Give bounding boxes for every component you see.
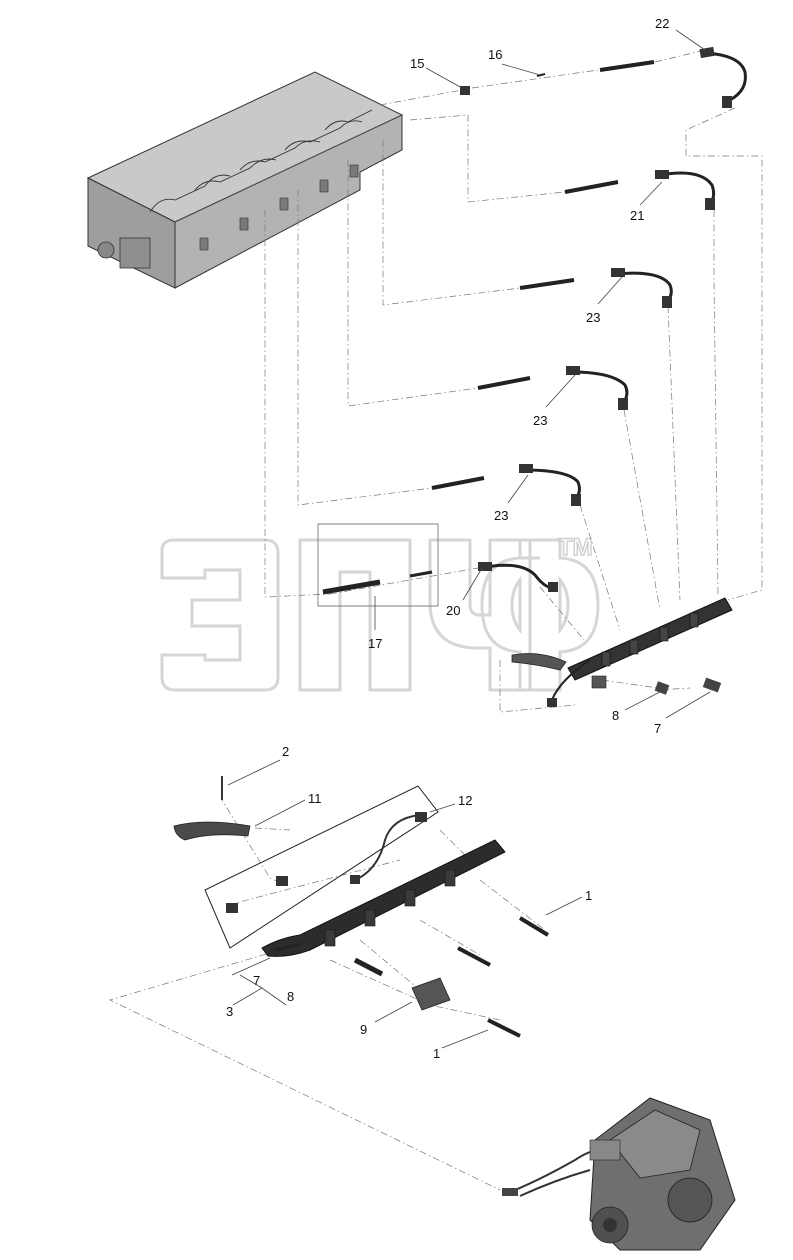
label-1-upper: 1 (585, 888, 592, 903)
assembly-lines-upper (264, 49, 763, 713)
fuel-line-23-a (519, 268, 673, 308)
label-23-a: 23 (586, 310, 600, 325)
label-12: 12 (458, 793, 472, 808)
label-21: 21 (630, 208, 644, 223)
label-7-upper: 7 (654, 721, 661, 736)
label-8-upper: 8 (612, 708, 619, 723)
cylinder-head-assembly (86, 71, 404, 289)
label-20: 20 (446, 603, 460, 618)
label-9: 9 (360, 1022, 367, 1037)
fuel-line-21 (564, 170, 716, 210)
label-22: 22 (655, 16, 669, 31)
fuel-line-23-b (477, 366, 629, 410)
seal-16 (536, 73, 546, 77)
label-8-lower: 8 (287, 989, 294, 1004)
fuel-rail-lower (173, 776, 550, 1038)
fuel-line-20 (409, 562, 558, 592)
fuel-line-22 (599, 46, 747, 108)
fuel-line-23-c (431, 464, 581, 506)
label-17: 17 (368, 636, 382, 651)
connector-15 (460, 86, 470, 95)
label-11: 11 (308, 791, 322, 806)
assembly-lines-lower (109, 780, 546, 1191)
fuel-rail-upper (511, 597, 733, 707)
watermark-trademark: TM (558, 534, 593, 561)
label-23-c: 23 (494, 508, 508, 523)
watermark-logo (160, 538, 600, 692)
label-3: 3 (226, 1004, 233, 1019)
label-1-lower: 1 (433, 1046, 440, 1061)
tube-17 (322, 579, 381, 595)
label-2: 2 (282, 744, 289, 759)
label-23-b: 23 (533, 413, 547, 428)
high-pressure-pump (502, 1097, 736, 1251)
label-7-lower: 7 (253, 973, 260, 988)
label-16: 16 (488, 47, 502, 62)
fuel-lines-upper (322, 46, 747, 595)
part-labels: 22 15 16 21 23 23 23 20 17 8 7 2 11 12 1… (226, 16, 669, 1061)
label-15: 15 (410, 56, 424, 71)
leader-lines (227, 29, 711, 1049)
